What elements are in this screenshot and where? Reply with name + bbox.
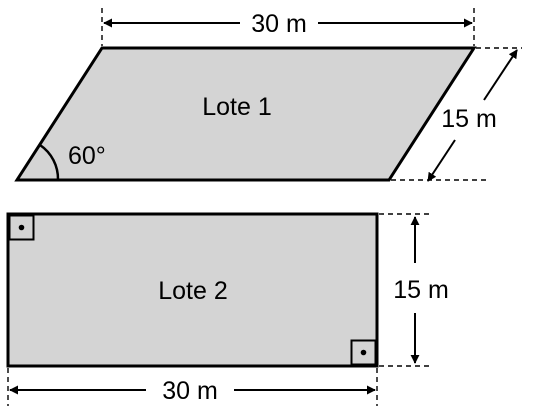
lot-1-side-dimension: 15 m <box>391 47 522 182</box>
angle-60-label: 60° <box>68 142 106 170</box>
lot-1-top-dimension: 30 m <box>101 8 475 46</box>
lot-2-side-dimension-label: 15 m <box>393 276 449 304</box>
lot-1-side-dimension-label: 15 m <box>441 105 497 133</box>
lot-2-rectangle <box>6 212 379 368</box>
lot-1: 60° Lote 1 30 m 15 m <box>14 8 522 182</box>
right-angle-marker-bottom-right <box>350 339 377 366</box>
lot-1-name: Lote 1 <box>202 93 272 121</box>
angle-60-arc <box>39 143 60 181</box>
lot-1-parallelogram <box>14 46 477 182</box>
right-angle-marker-top-left <box>8 214 35 241</box>
lot-2-bottom-dimension-label: 30 m <box>162 377 218 405</box>
lot-2-bottom-dimension: 30 m <box>7 368 378 406</box>
lot-1-top-dimension-label: 30 m <box>251 10 307 38</box>
lot-2: Lote 2 15 m 30 m <box>6 212 449 406</box>
lot-2-name: Lote 2 <box>158 277 228 305</box>
lot-2-side-dimension: 15 m <box>379 213 449 367</box>
